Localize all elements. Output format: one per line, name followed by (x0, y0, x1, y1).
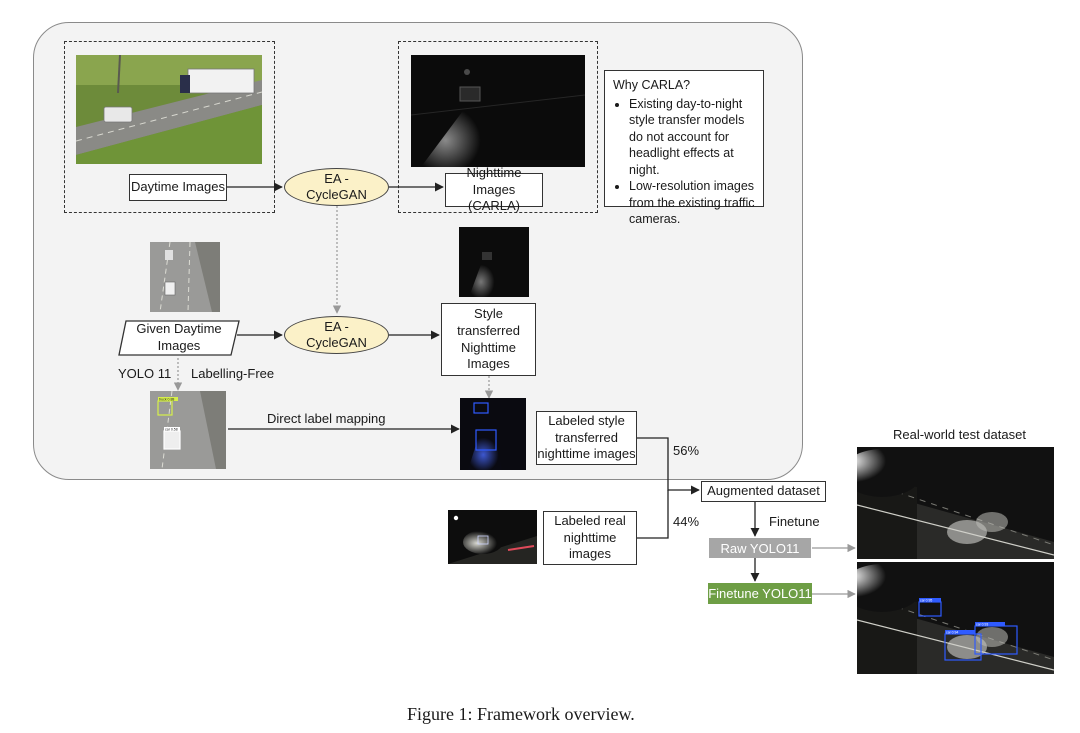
figure-caption: Figure 1: Framework overview. (407, 704, 635, 724)
pct-style-label: 56% (673, 443, 700, 458)
finetune-yolo-node: Finetune YOLO11 (708, 583, 812, 604)
test-photo-raw (857, 447, 1054, 559)
why-carla-note: Why CARLA? Existing day-to-night style t… (604, 70, 764, 226)
style-transferred-label: Style transferred Nighttime Images (457, 305, 520, 372)
why-carla-point-1: Existing day-to-night style transfer mod… (629, 96, 755, 179)
given-daytime-label: Given Daytime Images (126, 320, 232, 356)
pct-real-label: 44% (673, 514, 700, 529)
thumb-truck-tag: truck 0.88 (159, 398, 174, 402)
why-carla-list: Existing day-to-night style transfer mod… (613, 96, 755, 228)
result-tag-b: car 0.94 (946, 630, 958, 634)
real-world-title: Real-world test dataset (893, 427, 1026, 442)
thumb-car-tag: car 0.58 (165, 428, 178, 432)
augmented-box: Augmented dataset (701, 481, 826, 502)
real-night-photo (448, 510, 537, 564)
given-daytime-shape (118, 320, 240, 356)
nighttime-group (398, 41, 598, 213)
daytime-group (64, 41, 275, 213)
nighttime-carla-label: Nighttime Images (CARLA) (466, 164, 522, 214)
why-carla-title: Why CARLA? (613, 78, 691, 92)
style-night-thumb (459, 227, 529, 297)
nighttime-carla-box: Nighttime Images (CARLA) (445, 165, 543, 213)
ea-cyclegan-top: EA - CycleGAN (284, 168, 389, 206)
labelling-free-label: Labelling-Free (191, 366, 275, 381)
ea-cyclegan-mid-label: EA - CycleGAN (306, 318, 367, 350)
direct-mapping-label: Direct label mapping (267, 411, 386, 426)
given-daytime-thumb (150, 242, 220, 312)
arrow-real-to-augmented (637, 490, 669, 539)
labeled-night-thumb (460, 398, 526, 470)
labeled-real-box: Labeled real nighttime images (543, 511, 637, 565)
given-daytime-text: Given Daytime Images (136, 321, 222, 353)
why-carla-point-2: Low-resolution images from the existing … (629, 178, 755, 228)
ea-cyclegan-top-label: EA - CycleGAN (306, 170, 367, 202)
raw-yolo-node: Raw YOLO11 (709, 538, 811, 558)
carla-nighttime-photo (411, 55, 585, 167)
result-tag-a: car 0.95 (920, 598, 932, 602)
style-transferred-box: Style transferred Nighttime Images (441, 303, 536, 376)
test-photo-finetune: car 0.95 car 0.94 car 0.93 (857, 562, 1054, 674)
result-tag-c: car 0.93 (976, 622, 988, 626)
daytime-images-box: Daytime Images (129, 174, 227, 201)
labeled-style-label: Labeled style transferred nighttime imag… (537, 412, 636, 462)
labeled-daytime-thumb: truck 0.88 car 0.58 (150, 391, 226, 469)
finetune-label: Finetune (769, 514, 820, 529)
yolo11-label: YOLO 11 (118, 366, 172, 381)
labeled-real-label: Labeled real nighttime images (554, 512, 626, 562)
arrow-style-to-augmented (637, 437, 700, 495)
labeled-style-box: Labeled style transferred nighttime imag… (536, 411, 637, 465)
ea-cyclegan-mid: EA - CycleGAN (284, 316, 389, 354)
daytime-highway-photo (76, 55, 262, 164)
